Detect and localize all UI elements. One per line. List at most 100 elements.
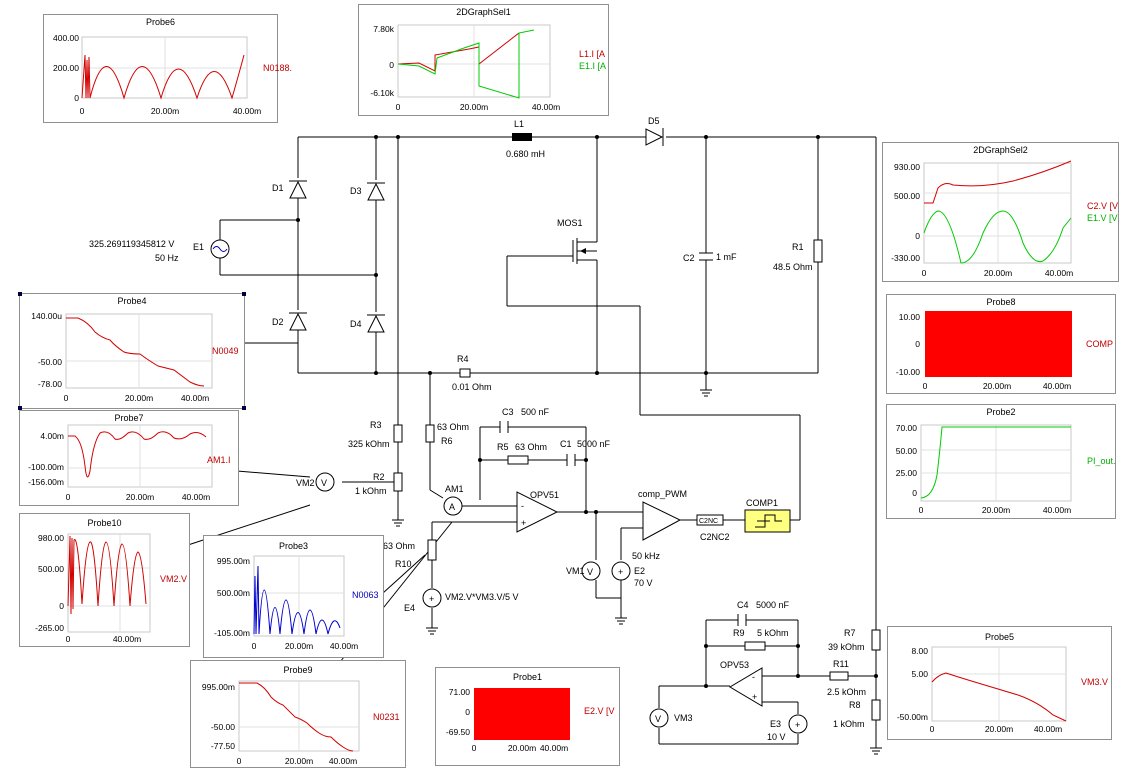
probe8-signal: COMP: [1086, 339, 1113, 349]
probe8-window[interactable]: Probe8 10.00 0 -10.00 0 20.00m 40.00m CO…: [886, 294, 1116, 394]
probe-title: Probe5: [984, 632, 1015, 642]
probe-title: Probe1: [512, 672, 543, 682]
svg-text:0: 0: [389, 60, 394, 70]
C1-label: C1: [560, 439, 572, 449]
svg-text:25.00: 25.00: [896, 468, 918, 478]
svg-text:-69.50: -69.50: [446, 727, 470, 737]
probe-title: Probe6: [145, 17, 176, 27]
svg-text:40.00m: 40.00m: [329, 756, 357, 766]
svg-text:0: 0: [66, 634, 71, 644]
probe9-window[interactable]: Probe9 995.00m -50.00 -77.50 0 20.00m 40…: [190, 660, 406, 768]
probe-title: Probe4: [117, 296, 147, 306]
probe1-window[interactable]: Probe1 71.00 0 -69.50 0 20.00m 40.00m E2…: [435, 667, 620, 766]
svg-text:0: 0: [922, 268, 927, 278]
svg-text:10.00: 10.00: [899, 312, 921, 322]
graph1-signal-2: E1.I [A: [579, 61, 607, 71]
svg-text:+: +: [618, 567, 623, 577]
R1-label: R1: [792, 242, 804, 252]
svg-text:-6.10k: -6.10k: [370, 88, 394, 98]
svg-text:20.00m: 20.00m: [285, 756, 313, 766]
C3-label: C3: [502, 407, 514, 417]
svg-text:40.00m: 40.00m: [233, 106, 261, 116]
svg-text:40.00m: 40.00m: [540, 743, 568, 753]
C4-label: C4: [737, 600, 749, 610]
probe2-window[interactable]: Probe2 70.00 50.00 25.00 0 0 20.00m 40.0…: [886, 404, 1116, 519]
probe6-trace: [81, 54, 245, 100]
probe3-signal: N0063: [352, 590, 379, 600]
svg-text:V: V: [321, 478, 327, 488]
svg-text:140.00u: 140.00u: [31, 311, 62, 321]
R11-label: R11: [833, 659, 849, 669]
svg-text:-: -: [752, 672, 755, 682]
svg-text:20.00m: 20.00m: [508, 743, 536, 753]
probe10-window[interactable]: Probe10 980.00 500.00 0 -265.00 0 40.00m…: [19, 513, 190, 647]
graph2-plot: 930.00 500.00 0 -330.00 0 20.00m 40.00m: [891, 160, 1073, 278]
svg-text:40.00m: 40.00m: [1043, 381, 1071, 391]
E1-value: 325.269119345812 V: [89, 239, 174, 249]
svg-text:V: V: [587, 567, 593, 577]
probe-title: Probe10: [87, 518, 122, 528]
svg-text:0: 0: [59, 601, 64, 611]
svg-text:0: 0: [915, 339, 920, 349]
R3-value: 325 kOhm: [348, 439, 390, 449]
probe6-signal: N0188.: [263, 63, 293, 73]
E1-freq: 50 Hz: [155, 253, 179, 263]
graph1-plot: 7.80k 0 -6.10k 0 20.00m 40.00m: [370, 24, 560, 112]
AM1-label: AM1: [445, 484, 464, 494]
svg-text:8.00: 8.00: [911, 646, 928, 656]
svg-text:40.00m: 40.00m: [113, 634, 141, 644]
probe5-window[interactable]: Probe5 8.00 5.00 -50.00m 0 20.00m 40.00m…: [887, 626, 1112, 740]
svg-text:50.00: 50.00: [896, 446, 918, 456]
R3-label: R3: [370, 420, 382, 430]
svg-text:-: -: [521, 501, 524, 511]
R7-value: 39 kOhm: [828, 642, 865, 652]
svg-text:20.00m: 20.00m: [151, 106, 179, 116]
svg-text:0: 0: [912, 488, 917, 498]
probe7-plot: 4.00m -100.00m -156.00m 0 20.00m 40.00m: [28, 424, 213, 502]
svg-text:-265.00: -265.00: [35, 623, 64, 633]
E2-label: E2: [634, 566, 645, 576]
D3-label: D3: [350, 186, 362, 196]
svg-text:20.00m: 20.00m: [126, 492, 154, 502]
L1-value: 0.680 mH: [506, 149, 545, 159]
E1-label: E1: [193, 242, 204, 252]
comp-PWM-label: comp_PWM: [638, 489, 687, 499]
svg-text:40.00m: 40.00m: [1045, 268, 1073, 278]
R8-value: 1 kOhm: [833, 719, 865, 729]
svg-text:20.00m: 20.00m: [460, 102, 488, 112]
svg-text:20.00m: 20.00m: [985, 724, 1013, 734]
graph1-window[interactable]: 2DGraphSel1 7.80k 0 -6.10k 0 20.00m 40.0…: [358, 4, 609, 116]
COMP1-label: COMP1: [746, 498, 778, 508]
probe-title: Probe7: [114, 413, 144, 423]
svg-text:20.00m: 20.00m: [982, 505, 1010, 515]
R1-value: 48.5 Ohm: [773, 262, 813, 272]
C2NC2-label: C2NC2: [700, 532, 730, 542]
D4-label: D4: [350, 319, 362, 329]
svg-text:-330.00: -330.00: [891, 253, 920, 263]
svg-text:0: 0: [64, 393, 69, 403]
svg-text:995.00m: 995.00m: [217, 556, 250, 566]
VM1-label: VM1: [566, 566, 585, 576]
probe8-plot: 10.00 0 -10.00 0 20.00m 40.00m: [896, 311, 1072, 391]
R4-value: 0.01 Ohm: [452, 382, 492, 392]
svg-text:-77.50: -77.50: [211, 741, 235, 751]
probe10-plot: 980.00 500.00 0 -265.00 0 40.00m: [35, 533, 151, 644]
probe7-window[interactable]: Probe7 4.00m -100.00m -156.00m 0 20.00m …: [19, 410, 239, 506]
svg-text:-78.00: -78.00: [38, 379, 62, 389]
E3-label: E3: [770, 719, 781, 729]
svg-text:980.00: 980.00: [38, 533, 64, 543]
graph2-window[interactable]: 2DGraphSel2 930.00 500.00 0 -330.00 0 20…: [882, 142, 1119, 282]
probe6-window[interactable]: Probe6 400.00 200.00 0 0 20.00m 40.00m N…: [43, 14, 292, 123]
probe3-window[interactable]: Probe3 995.00m 500.00m -105.00m 0 20.00m…: [203, 535, 384, 658]
svg-text:0: 0: [74, 93, 79, 103]
R7-label: R7: [844, 628, 856, 638]
probe4-plot: 140.00u -50.00 -78.00 0 20.00m 40.00m: [31, 311, 213, 403]
probe-title: Probe3: [278, 541, 309, 551]
E2-value: 70 V: [634, 578, 653, 588]
D1-label: D1: [272, 183, 284, 193]
probe4-window[interactable]: Probe4 140.00u -50.00 -78.00 0 20.00m 40…: [18, 292, 246, 410]
graph1-signal-1: L1.I [A: [579, 49, 606, 59]
graph-title: 2DGraphSel2: [973, 145, 1028, 155]
R9-label: R9: [733, 628, 745, 638]
